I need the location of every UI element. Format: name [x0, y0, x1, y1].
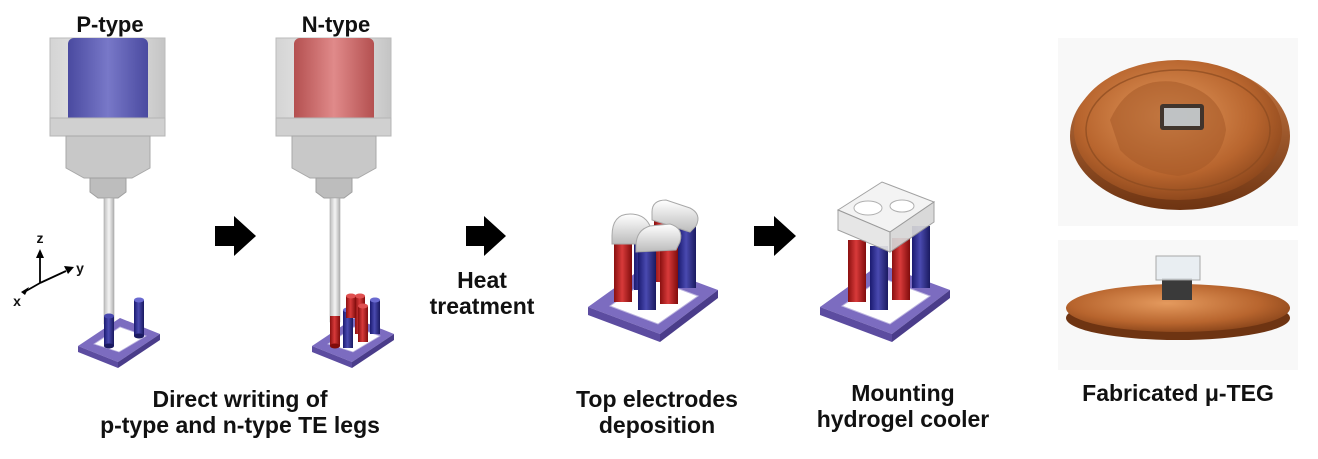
step4-line2: hydrogel cooler [816, 406, 990, 433]
step1-line1: Direct writing of [152, 386, 328, 412]
axis-z-label: z [36, 230, 44, 246]
device-with-top-electrodes [588, 199, 718, 342]
substrate-step2 [312, 293, 394, 368]
penny-photo-top-icon [1058, 38, 1298, 226]
heat-line2: treatment [429, 293, 535, 320]
substrate-step1 [78, 297, 160, 368]
arrow-right-icon [466, 216, 506, 256]
arrow-right-icon [754, 216, 796, 256]
n-type-label: N-type [301, 12, 371, 37]
step3-caption: Top electrodes deposition [550, 386, 764, 439]
axis-y-label: y [76, 260, 84, 276]
result-caption: Fabricated μ-TEG [1082, 380, 1274, 406]
step1-line2: p-type and n-type TE legs [100, 412, 380, 439]
penny-photo-side-icon [1058, 240, 1298, 370]
syringe-n-type-icon [275, 37, 392, 323]
arrow-right-icon [215, 216, 256, 256]
step3-line2: deposition [598, 412, 716, 439]
step1-caption: Direct writing of p-type and n-type TE l… [60, 386, 420, 439]
syringe-p-type-icon [49, 37, 166, 325]
heat-treatment-caption: Heat treatment [416, 267, 548, 320]
axis-x-label: x [13, 293, 21, 309]
step4-caption: Mounting hydrogel cooler [796, 380, 1010, 433]
heat-line1: Heat [457, 267, 507, 293]
axis-triad-icon [21, 249, 74, 295]
p-type-label: P-type [76, 12, 144, 37]
step3-line1: Top electrodes [576, 386, 738, 412]
step4-line1: Mounting [851, 380, 955, 406]
device-with-hydrogel-cooler [820, 181, 950, 342]
